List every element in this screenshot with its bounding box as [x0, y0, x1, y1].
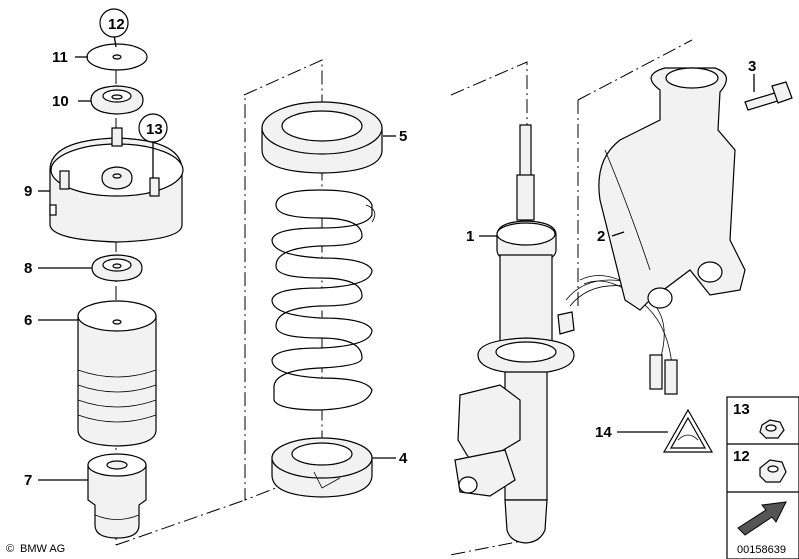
hex-nut-12	[759, 459, 787, 483]
callout-6: 6	[24, 312, 32, 329]
callout-3: 3	[748, 58, 756, 75]
callout-7: 7	[24, 472, 32, 489]
callout-4: 4	[399, 450, 408, 467]
spring-pad-upper-5	[261, 101, 383, 174]
diagram-id: 00158639	[737, 544, 786, 556]
hex-nut-13	[759, 419, 785, 439]
brand-label: BMW AG	[20, 543, 65, 555]
callout-12: 12	[108, 16, 125, 33]
bolt-3	[744, 81, 793, 111]
arrow-icon	[737, 501, 787, 536]
leader-lines	[38, 34, 755, 481]
shock-absorber-1	[454, 124, 647, 544]
callout-circle-12	[99, 8, 129, 38]
callout-1: 1	[466, 228, 474, 245]
copyright-symbol: ©	[6, 543, 14, 555]
side-panel-item-12: 12	[733, 448, 750, 465]
callout-8: 8	[24, 260, 32, 277]
callout-5: 5	[399, 128, 407, 145]
strut-mount-9	[49, 127, 184, 243]
side-panel	[726, 396, 799, 559]
warning-label-14	[662, 408, 714, 453]
protective-boot-6	[77, 300, 157, 447]
collar-8	[91, 254, 143, 282]
coil-spring	[271, 189, 376, 411]
callout-14: 14	[595, 424, 612, 441]
swivel-bearing-2	[598, 67, 746, 311]
bump-stop-7	[87, 453, 147, 539]
support-bearing-10	[90, 85, 144, 115]
callout-13: 13	[146, 121, 163, 138]
assembly-guide-lines	[115, 39, 693, 556]
callout-11: 11	[52, 49, 68, 66]
side-panel-item-13: 13	[733, 401, 750, 418]
callout-2: 2	[597, 228, 605, 245]
sensor-cable	[579, 275, 678, 395]
callout-circle-13	[138, 113, 168, 143]
washer-11	[86, 43, 148, 71]
callout-10: 10	[52, 93, 69, 110]
spring-pad-lower-4	[271, 437, 373, 498]
callout-9: 9	[24, 183, 32, 200]
